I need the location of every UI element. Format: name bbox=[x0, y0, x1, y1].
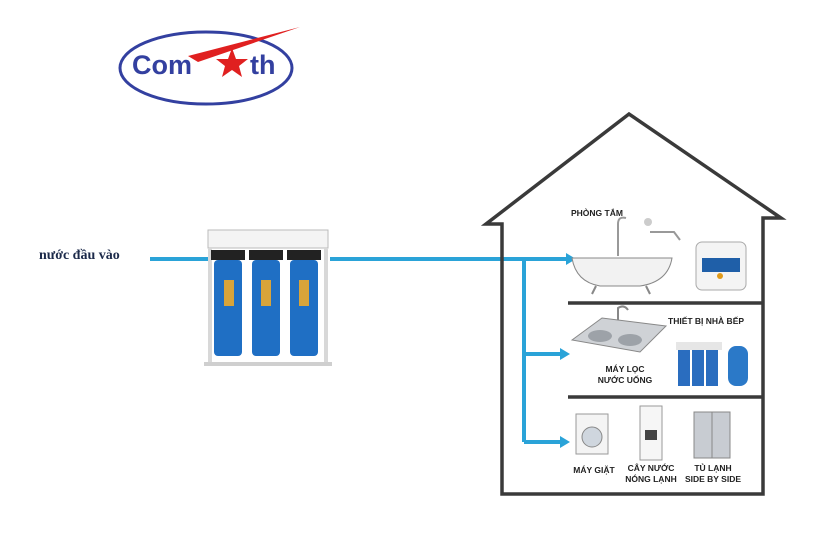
bathtub-icon bbox=[571, 216, 681, 295]
filter-stand-left bbox=[208, 248, 212, 366]
arrow-bathroom-icon bbox=[566, 253, 576, 265]
filter-bracket bbox=[207, 229, 329, 249]
arrow-laundry-icon bbox=[560, 436, 570, 448]
kitchen-appliance-label: THIẾT BỊ NHÀ BẾP bbox=[668, 316, 745, 326]
washing-machine-label: MÁY GIẶT bbox=[573, 465, 615, 475]
filter-unit bbox=[204, 229, 332, 366]
water-dispenser-icon bbox=[639, 405, 663, 461]
fridge-label: TỦ LẠNH SIDE BY SIDE bbox=[684, 463, 742, 484]
logo-text-right: th bbox=[250, 50, 275, 80]
house-outline bbox=[480, 111, 787, 496]
filter-stand-right bbox=[324, 248, 328, 366]
inlet-label: nước đầu vào bbox=[39, 248, 120, 263]
bathroom-label: PHÒNG TẮM bbox=[571, 208, 623, 218]
fridge-icon bbox=[693, 411, 731, 459]
filter-housing-3 bbox=[287, 250, 321, 356]
comath-logo: Com th bbox=[118, 27, 300, 106]
logo-text-left: Com bbox=[132, 50, 192, 80]
water-dispenser-label: CÂY NƯỚC NÓNG LẠNH bbox=[625, 463, 677, 484]
washing-machine-icon bbox=[575, 413, 609, 455]
pipe-arrows bbox=[560, 253, 576, 448]
filter-housing-1 bbox=[211, 250, 245, 356]
filter-housing-2 bbox=[249, 250, 283, 356]
logo-swoosh bbox=[188, 27, 300, 62]
pipes bbox=[150, 257, 566, 444]
ro-filter-icon bbox=[676, 342, 748, 386]
water-heater-icon bbox=[695, 241, 747, 291]
arrow-kitchen-icon bbox=[560, 348, 570, 360]
logo-star-icon bbox=[216, 48, 248, 77]
filter-stand-base bbox=[204, 362, 332, 366]
water-filter-label: MÁY LỌC NƯỚC UỐNG bbox=[597, 364, 653, 385]
kitchen-sink-icon bbox=[570, 305, 668, 353]
logo-ellipse bbox=[118, 30, 294, 106]
